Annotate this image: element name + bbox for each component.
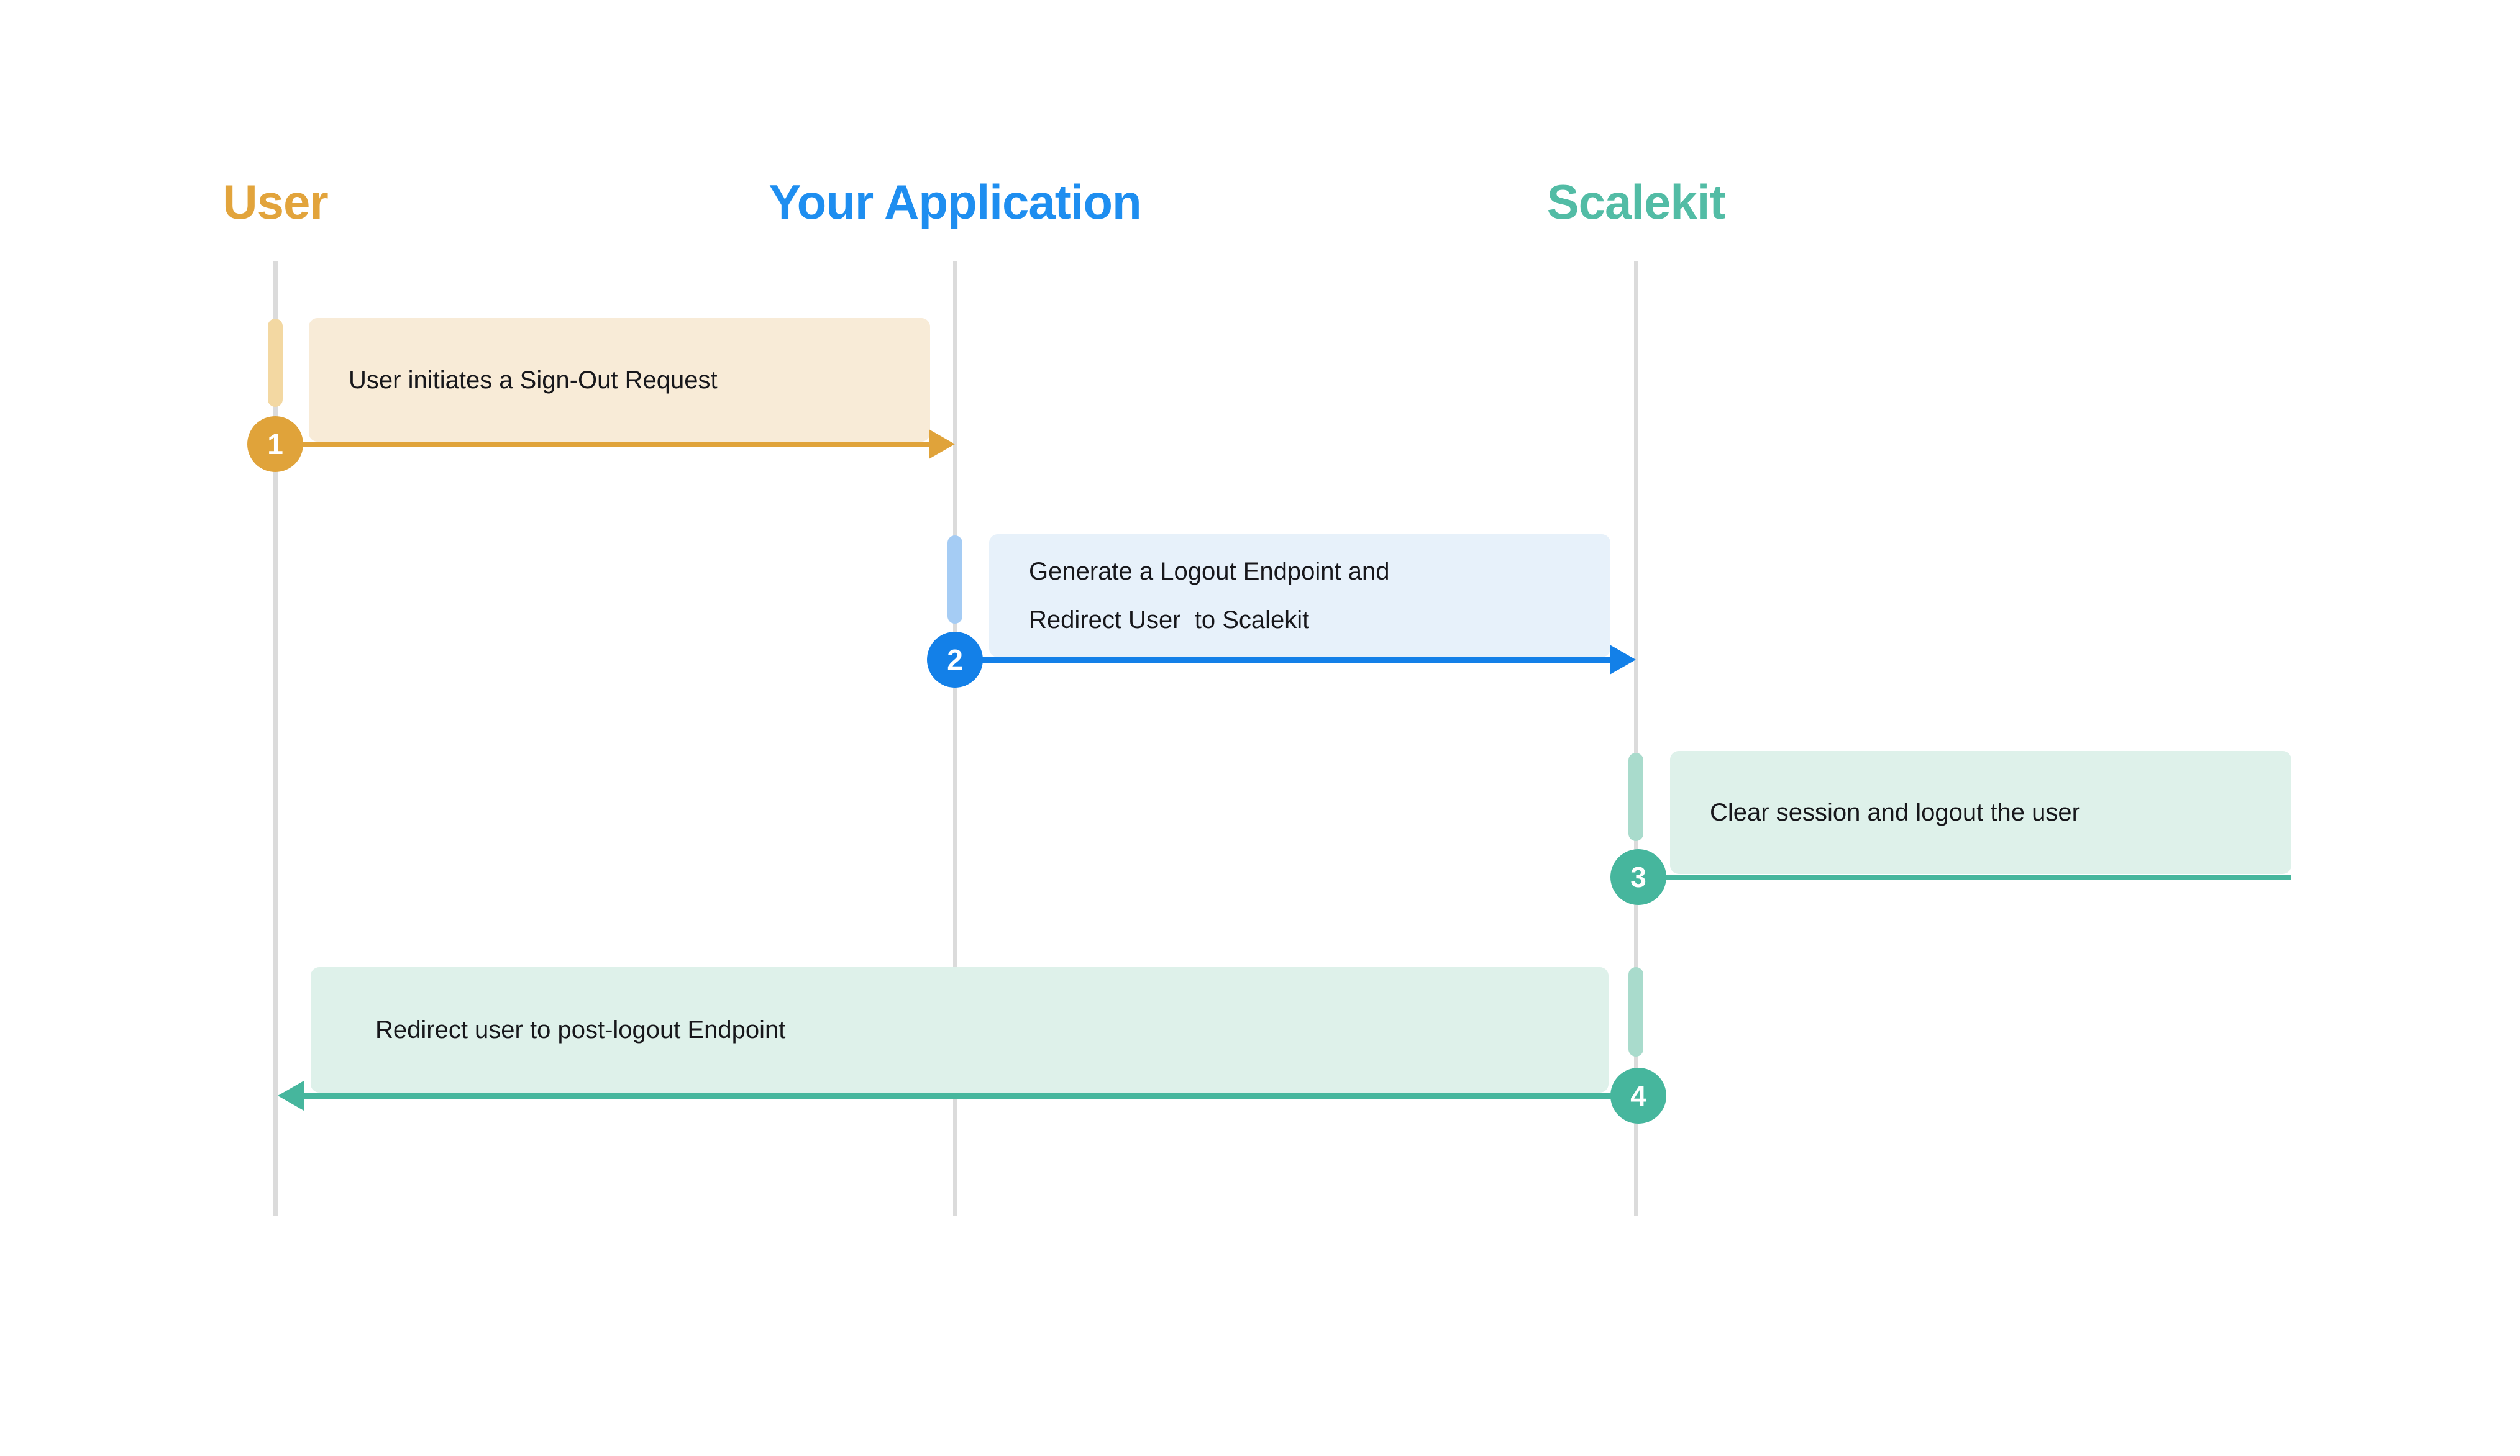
message-text-step-4: Redirect user to post-logout Endpoint bbox=[375, 1016, 786, 1044]
lifeline-application bbox=[953, 261, 957, 1216]
arrowhead-right-step-1 bbox=[929, 429, 955, 459]
message-text-step-1: User initiates a Sign-Out Request bbox=[349, 366, 718, 394]
actor-label-application: Your Application bbox=[769, 175, 1141, 229]
step-number-2: 2 bbox=[947, 644, 963, 676]
activation-bar-step-1 bbox=[268, 319, 283, 407]
arrow-line-step-4 bbox=[304, 1093, 1638, 1099]
lifeline-scalekit bbox=[1634, 261, 1638, 1216]
step-number-1: 1 bbox=[267, 428, 283, 460]
lifeline-user bbox=[273, 261, 278, 1216]
activation-bar-step-2 bbox=[947, 535, 962, 624]
step-number-3: 3 bbox=[1630, 861, 1646, 893]
message-text-step-2: Generate a Logout Endpoint and Redirect … bbox=[1029, 558, 1390, 634]
message-text-step-3: Clear session and logout the user bbox=[1710, 799, 2080, 826]
arrowhead-left-step-4 bbox=[278, 1081, 304, 1111]
step-number-4: 4 bbox=[1630, 1080, 1646, 1112]
message-box-step-1: User initiates a Sign-Out Request bbox=[309, 318, 930, 442]
arrow-line-step-1 bbox=[275, 442, 929, 447]
activation-bar-step-3 bbox=[1628, 753, 1643, 841]
step-badge-3: 3 bbox=[1610, 849, 1666, 905]
actor-label-user: User bbox=[222, 175, 328, 229]
step-badge-1: 1 bbox=[247, 416, 303, 472]
message-box-step-2: Generate a Logout Endpoint and Redirect … bbox=[989, 534, 1610, 657]
arrow-line-step-2 bbox=[955, 657, 1610, 663]
step-badge-4: 4 bbox=[1610, 1068, 1666, 1124]
step-badge-2: 2 bbox=[927, 632, 983, 688]
arrow-line-step-3 bbox=[1638, 875, 2291, 880]
message-box-step-4: Redirect user to post-logout Endpoint bbox=[311, 967, 1609, 1093]
arrowhead-right-step-2 bbox=[1610, 645, 1636, 675]
actor-label-scalekit: Scalekit bbox=[1546, 175, 1726, 229]
message-box-step-3: Clear session and logout the user bbox=[1670, 751, 2291, 874]
activation-bar-step-4 bbox=[1628, 967, 1643, 1057]
